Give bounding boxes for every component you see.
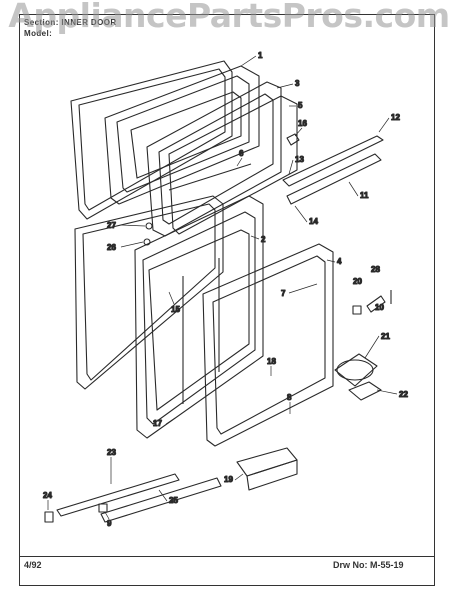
- bin-part-19: [236, 447, 298, 491]
- retainer-part-6: [168, 163, 252, 191]
- door-handle-trims: [282, 135, 384, 205]
- callout-21: 21: [381, 332, 390, 341]
- shelf-bracket-part-22: [348, 381, 382, 401]
- callout-4: 4: [337, 257, 342, 266]
- callout-5: 5: [298, 101, 303, 110]
- freezer-gasket-part-5: [168, 95, 298, 235]
- callout-23: 23: [107, 448, 116, 457]
- callout-11: 11: [360, 191, 369, 200]
- callout-19: 19: [224, 475, 233, 484]
- callout-17: 17: [153, 419, 162, 428]
- freezer-gasket-part-3: [146, 81, 282, 237]
- section-line: Section: INNER DOOR: [24, 18, 117, 27]
- callout-27: 27: [107, 221, 116, 230]
- callout-20: 20: [353, 277, 362, 286]
- footer-date: 4/92: [24, 560, 42, 570]
- callout-8: 8: [287, 393, 292, 402]
- trim-part-23: [56, 473, 180, 517]
- trim-part-25: [100, 477, 222, 523]
- callout-6: 6: [239, 149, 244, 158]
- callout-3: 3: [295, 79, 300, 88]
- footer-divider: [20, 556, 434, 557]
- drawing-number: Drw No: M-55-19: [333, 560, 404, 570]
- freezer-liner-part-1: [104, 65, 260, 205]
- cap-part-24: [44, 511, 54, 523]
- section-label: Section:: [24, 18, 59, 27]
- callout-25: 25: [169, 496, 178, 505]
- callout-16: 16: [298, 119, 307, 128]
- callout-1: 1: [258, 51, 263, 60]
- callout-7: 7: [281, 289, 286, 298]
- cap-part-9: [98, 503, 108, 513]
- bracket-part-16: [286, 133, 300, 146]
- callout-10: 10: [375, 303, 384, 312]
- callout-24: 24: [43, 491, 52, 500]
- callout-18: 18: [267, 357, 276, 366]
- callout-14: 14: [309, 217, 318, 226]
- callout-labels: 1 3 5 16 6 12 13 11 14 27 26 2 4 7 28 20…: [42, 50, 409, 528]
- callout-22: 22: [399, 390, 408, 399]
- callout-leader-lines: [47, 55, 398, 520]
- small-parts-20-28-10: [352, 290, 392, 315]
- shelf-bin-part-21: [334, 353, 378, 387]
- screws-part-26-27: [143, 222, 153, 246]
- fresh-food-liner-part-2: [134, 195, 264, 439]
- callout-9: 9: [107, 519, 112, 528]
- callout-26: 26: [107, 243, 116, 252]
- model-label: Model:: [24, 29, 53, 38]
- fresh-food-gasket-part-4: [202, 243, 334, 447]
- watermark-text: AppliancePartsPros.com: [8, 0, 450, 35]
- callout-12: 12: [391, 113, 400, 122]
- callout-13: 13: [295, 155, 304, 164]
- model-line: Model:: [24, 29, 52, 38]
- exploded-parts-drawing: 1 3 5 16 6 12 13 11 14 27 26 2 4 7 28 20…: [42, 50, 409, 528]
- callout-28: 28: [371, 265, 380, 274]
- fresh-food-outer-door: [74, 195, 224, 390]
- diagram-sheet: Section: INNER DOOR Model: 4/92 Drw No: …: [19, 14, 435, 586]
- callout-15: 15: [171, 305, 180, 314]
- freezer-outer-door: [70, 60, 233, 220]
- callout-2: 2: [261, 235, 266, 244]
- section-value: INNER DOOR: [61, 18, 117, 27]
